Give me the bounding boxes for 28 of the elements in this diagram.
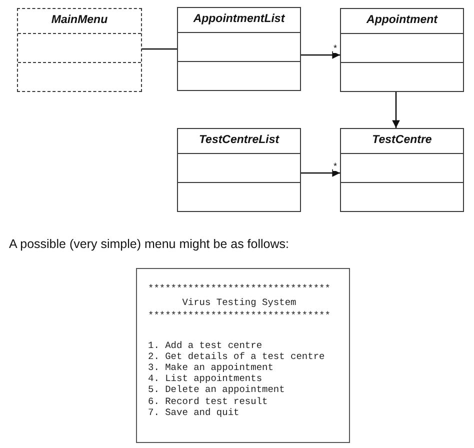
asterisk-row-text: ******************************** <box>148 282 330 296</box>
menu-option: 1. Add a test centre <box>148 340 262 351</box>
class-box <box>177 7 301 91</box>
class-name: TestCentreList <box>198 135 280 147</box>
multiplicity-label: * <box>333 44 338 53</box>
association-arrow <box>301 51 340 59</box>
class-name: MainMenu <box>51 15 108 27</box>
association-line <box>142 48 177 50</box>
menu-option: 5. Delete an appointment <box>148 384 285 396</box>
class-box <box>17 8 142 92</box>
class-box <box>177 128 301 212</box>
multiplicity-label: * <box>333 162 338 171</box>
association-arrow <box>392 92 400 128</box>
menu-title: Virus Testing System <box>182 296 296 309</box>
menu-option: 4. List appointments <box>148 373 262 384</box>
menu-option: 6. Record test result <box>148 396 268 407</box>
menu-option: 7. Save and quit <box>148 406 240 418</box>
class-box <box>340 8 464 92</box>
menu-option: 3. Make an appointment <box>148 362 274 374</box>
class-name: TestCentre <box>372 135 432 147</box>
console-menu-box <box>136 268 350 443</box>
intro-sentence: A possible (very simple) menu might be as follows: <box>9 236 289 252</box>
menu-option: 2. Get details of a test centre <box>148 350 325 362</box>
asterisk-row-text: ******************************** <box>148 309 330 322</box>
association-arrow <box>301 169 340 177</box>
class-box <box>340 128 464 212</box>
class-name: AppointmentList <box>193 14 285 26</box>
class-name: Appointment <box>366 15 438 27</box>
